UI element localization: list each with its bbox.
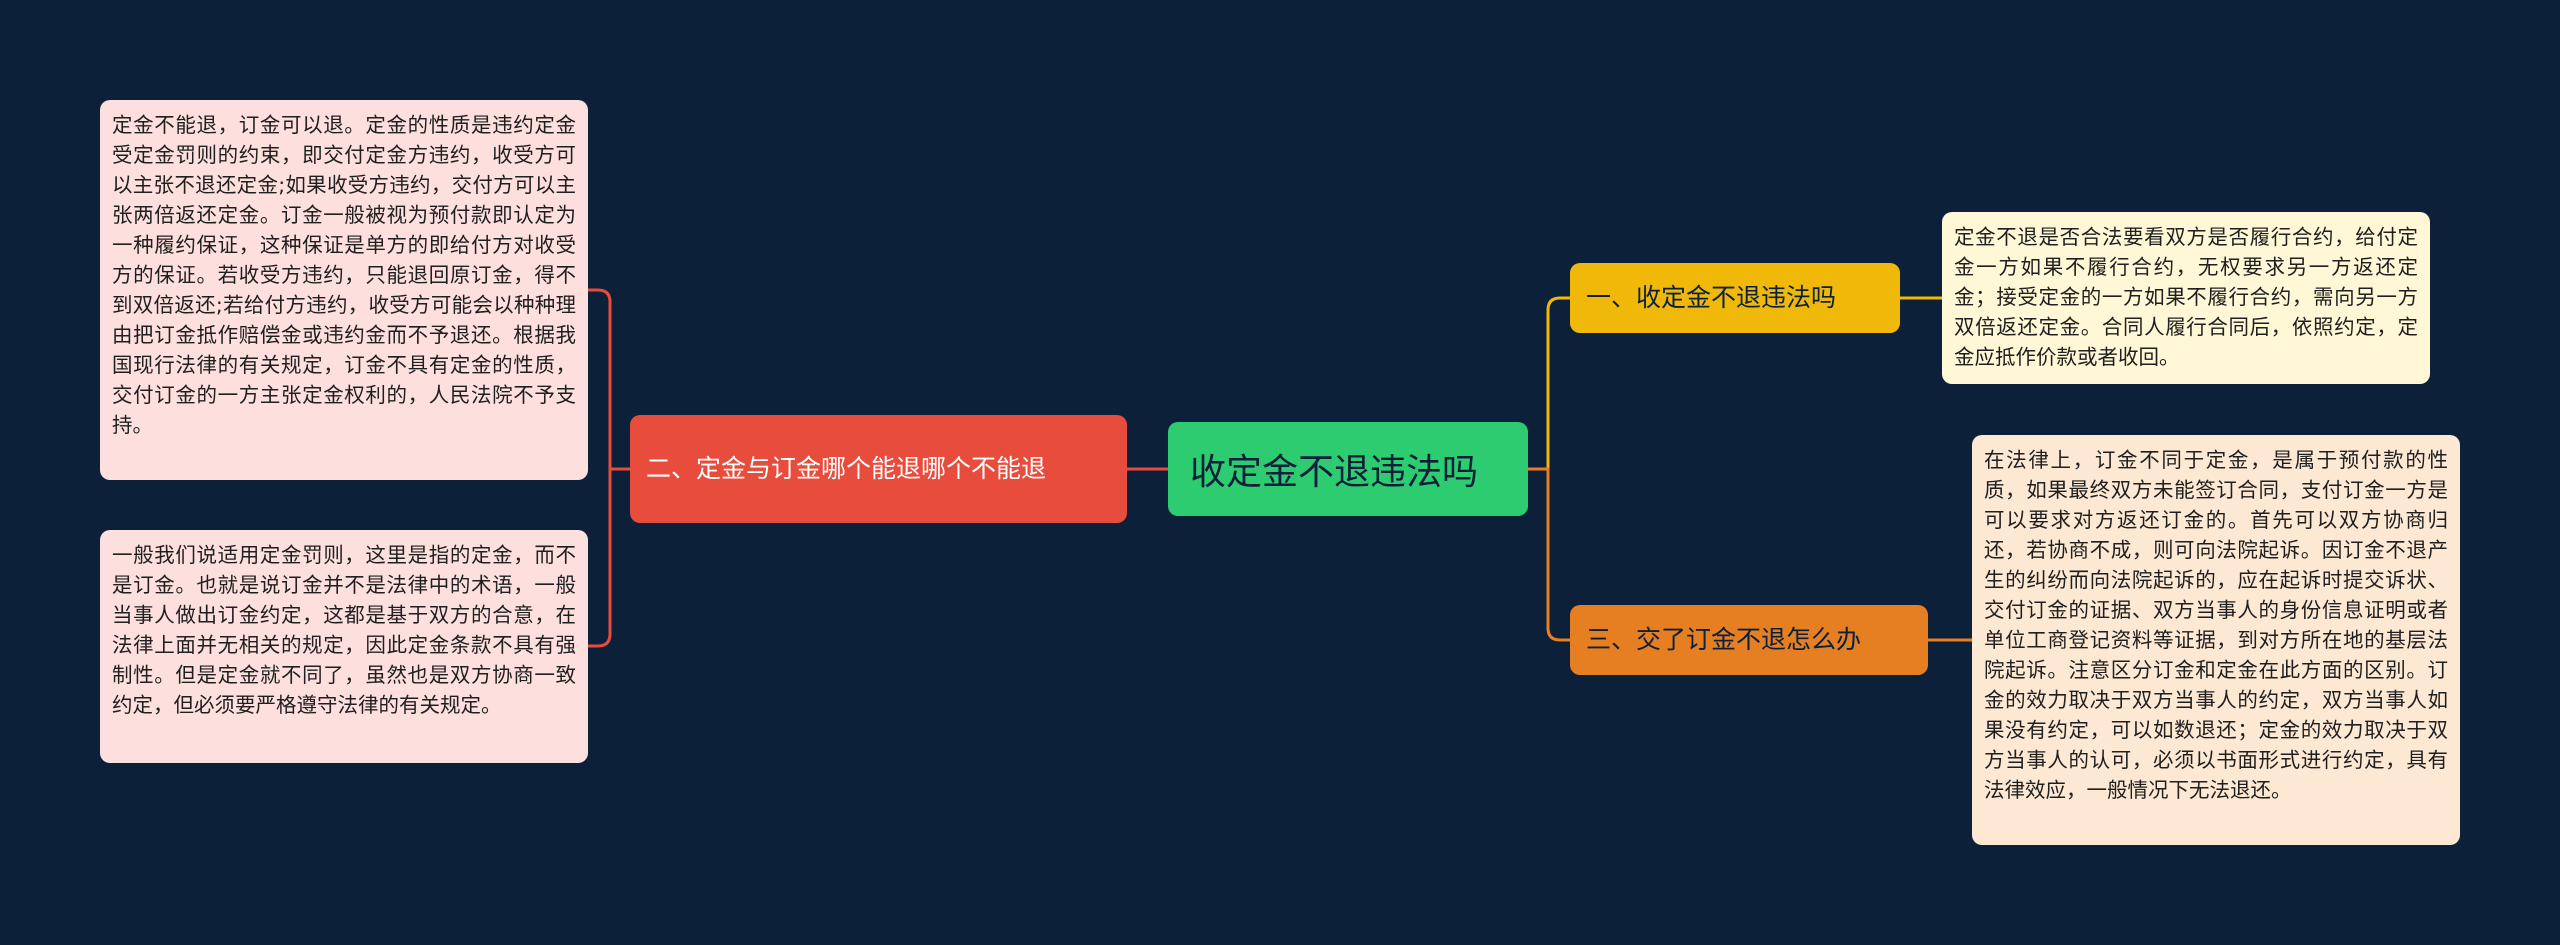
connector-center-branch-1 — [1528, 296, 1570, 471]
center-topic-node[interactable]: 收定金不退违法吗 — [1168, 422, 1528, 516]
connector-center-branch-3 — [1528, 467, 1570, 642]
leaf-node-branch-2-a[interactable]: 定金不能退，订金可以退。定金的性质是违约定金受定金罚则的约束，即交付定金方违约，… — [100, 100, 588, 480]
branch-node-3[interactable]: 三、交了订金不退怎么办 — [1570, 605, 1928, 675]
leaf-text: 定金不退是否合法要看双方是否履行合约，给付定金一方如果不履行合约，无权要求另一方… — [1954, 225, 2418, 369]
leaf-node-branch-2-b[interactable]: 一般我们说适用定金罚则，这里是指的定金，而不是订金。也就是说订金并不是法律中的术… — [100, 530, 588, 763]
center-topic-label: 收定金不退违法吗 — [1190, 452, 1479, 493]
branch-3-label: 三、交了订金不退怎么办 — [1586, 625, 1862, 654]
connector-branch-2-leaf-b — [588, 467, 630, 648]
branch-2-label: 二、定金与订金哪个能退哪个不能退 — [646, 454, 1047, 483]
branch-node-2[interactable]: 二、定金与订金哪个能退哪个不能退 — [630, 415, 1127, 523]
leaf-text: 一般我们说适用定金罚则，这里是指的定金，而不是订金。也就是说订金并不是法律中的术… — [112, 543, 576, 717]
leaf-node-branch-1[interactable]: 定金不退是否合法要看双方是否履行合约，给付定金一方如果不履行合约，无权要求另一方… — [1942, 212, 2430, 384]
leaf-node-branch-3[interactable]: 在法律上，订金不同于定金，是属于预付款的性质，如果最终双方未能签订合同，支付订金… — [1972, 435, 2460, 845]
branch-1-label: 一、收定金不退违法吗 — [1586, 283, 1837, 312]
branch-node-1[interactable]: 一、收定金不退违法吗 — [1570, 263, 1900, 333]
connector-branch-2-leaf-a — [588, 288, 630, 471]
leaf-text: 在法律上，订金不同于定金，是属于预付款的性质，如果最终双方未能签订合同，支付订金… — [1984, 448, 2448, 802]
leaf-text: 定金不能退，订金可以退。定金的性质是违约定金受定金罚则的约束，即交付定金方违约，… — [112, 113, 576, 437]
